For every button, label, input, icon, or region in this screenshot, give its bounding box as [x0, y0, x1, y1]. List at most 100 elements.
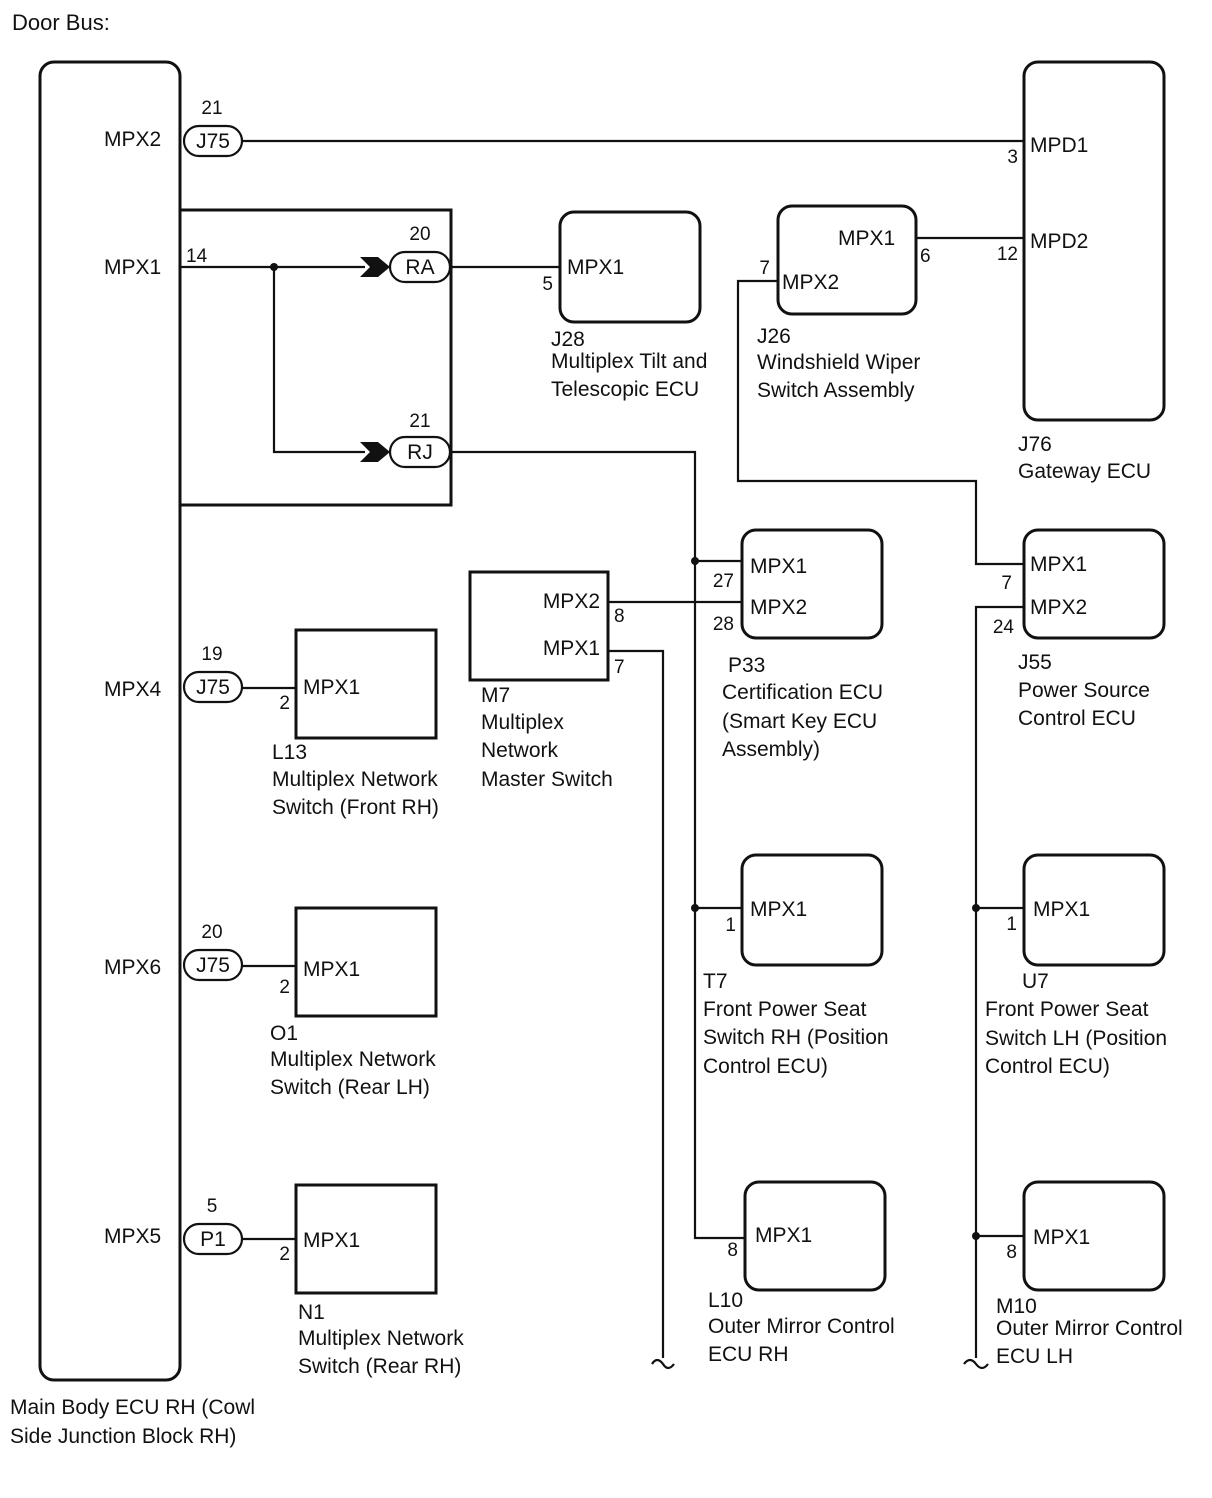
p33-terminal-mpx1: MPX1	[750, 555, 807, 578]
j55-pin-24: 24	[993, 617, 1015, 638]
component-l13: MPX1 2 L13 Multiplex Network Switch (Fro…	[272, 676, 439, 819]
j76-pin-12: 12	[997, 244, 1018, 265]
p33-name-line1: Certification ECU	[722, 681, 883, 704]
certification-ecu-box	[740, 528, 884, 640]
connector-p1-pin: 5	[207, 1196, 218, 1217]
u7-name-line1: Front Power Seat	[985, 998, 1149, 1021]
j26-pin-6: 6	[920, 246, 931, 267]
connector-j75-a-pin: 21	[201, 98, 222, 119]
n1-name-line1: Multiplex Network	[298, 1327, 464, 1350]
master-switch-box	[468, 570, 610, 682]
j55-terminal-mpx2: MPX2	[1030, 596, 1087, 619]
connector-ra-pin: 20	[409, 224, 430, 245]
j26-code: J26	[757, 325, 791, 348]
m10-terminal: MPX1	[1033, 1226, 1090, 1249]
l13-name-line2: Switch (Front RH)	[272, 796, 439, 819]
network-switch-rear-rh-box	[294, 1183, 438, 1295]
connector-j75-a	[182, 124, 244, 158]
main-terminal-mpx5: MPX5	[104, 1225, 161, 1248]
j26-terminal-mpx1: MPX1	[838, 227, 895, 250]
j28-name-line1: Multiplex Tilt and	[551, 350, 707, 373]
t7-pin: 1	[725, 915, 736, 936]
p33-code: P33	[728, 654, 765, 677]
junction-dot	[972, 904, 980, 912]
connector-ovals: J75 21 RA 20 RJ 21 J75 19 J75 20 P1 5 14	[182, 98, 452, 1256]
connector-p1	[182, 1222, 244, 1256]
connector-rj-label: RJ	[407, 441, 433, 464]
j26-pin-7: 7	[759, 258, 770, 279]
junction-dots	[270, 263, 980, 1240]
l10-name-line2: ECU RH	[708, 1343, 789, 1366]
gateway-ecu-box	[1022, 60, 1166, 422]
wire-continuation-mark-rh	[651, 1358, 675, 1370]
wire-m7-mpx1-down	[608, 649, 665, 1358]
p33-terminal-mpx2: MPX2	[750, 596, 807, 619]
connector-arrows	[360, 257, 390, 462]
component-u7: MPX1 1 U7 Front Power Seat Switch LH (Po…	[985, 898, 1167, 1078]
component-j28: MPX1 5 J28 Multiplex Tilt and Telescopic…	[542, 256, 707, 401]
j55-name-line1: Power Source	[1018, 679, 1150, 702]
t7-name-line1: Front Power Seat	[703, 998, 867, 1021]
j28-terminal: MPX1	[567, 256, 624, 279]
l10-terminal: MPX1	[755, 1224, 812, 1247]
wire-rj-bus-right	[450, 450, 745, 1240]
l10-name-line1: Outer Mirror Control	[708, 1315, 895, 1338]
o1-code: O1	[270, 1022, 298, 1045]
p33-pin-27: 27	[713, 571, 734, 592]
component-j76: MPD1 MPD2 3 12 J76 Gateway ECU	[997, 134, 1151, 483]
wires	[178, 139, 1024, 1370]
connector-j75-b	[182, 670, 244, 704]
p33-name-line3: Assembly)	[722, 738, 820, 761]
junction-dot	[691, 557, 699, 565]
j55-pin-7: 7	[1001, 573, 1012, 594]
connector-arrow-ra	[360, 257, 390, 277]
o1-pin: 2	[279, 977, 290, 998]
j28-name-line2: Telescopic ECU	[551, 378, 699, 401]
o1-name-line2: Switch (Rear LH)	[270, 1076, 430, 1099]
u7-name-line2: Switch LH (Position	[985, 1027, 1167, 1050]
u7-pin: 1	[1006, 914, 1017, 935]
component-o1: MPX1 2 O1 Multiplex Network Switch (Rear…	[270, 958, 436, 1099]
connector-ra	[388, 250, 452, 284]
j76-name: Gateway ECU	[1018, 460, 1151, 483]
connector-j75-b-label: J75	[196, 676, 230, 699]
seat-switch-rh-box	[740, 853, 884, 967]
component-t7: MPX1 1 T7 Front Power Seat Switch RH (Po…	[703, 898, 889, 1078]
main-ecu-name-line2: Side Junction Block RH)	[10, 1425, 236, 1448]
network-switch-front-rh-box	[294, 628, 438, 740]
m10-pin: 8	[1006, 1242, 1017, 1263]
connector-j75-a-label: J75	[196, 130, 230, 153]
j76-pin-3: 3	[1007, 147, 1018, 168]
l10-pin: 8	[727, 1240, 738, 1261]
l10-code: L10	[708, 1289, 743, 1312]
j55-code: J55	[1018, 651, 1052, 674]
main-terminal-mpx6: MPX6	[104, 956, 161, 979]
wire-mpx1-to-rj	[272, 267, 365, 454]
mirror-ecu-lh-box	[1022, 1180, 1166, 1292]
m7-terminal-mpx1: MPX1	[543, 637, 600, 660]
wire-j26-mpx2-to-j55	[736, 279, 1024, 566]
seat-switch-lh-box	[1022, 853, 1166, 967]
component-m10: MPX1 8 M10 Outer Mirror Control ECU LH	[996, 1226, 1183, 1368]
main-terminal-mpx1: MPX1	[104, 256, 161, 279]
m10-code: M10	[996, 1295, 1037, 1318]
connector-j75-c-label: J75	[196, 954, 230, 977]
mirror-ecu-rh-box	[743, 1180, 887, 1292]
j28-pin: 5	[542, 274, 553, 295]
component-l10: MPX1 8 L10 Outer Mirror Control ECU RH	[708, 1224, 895, 1366]
main-ecu-name-line1: Main Body ECU RH (Cowl	[10, 1396, 255, 1419]
component-m7: MPX2 MPX1 8 7 M7 Multiplex Network Maste…	[481, 590, 625, 791]
m7-name-line1: Multiplex	[481, 711, 564, 734]
main-body-ecu-box	[38, 60, 182, 1382]
component-n1: MPX1 2 N1 Multiplex Network Switch (Rear…	[279, 1229, 464, 1378]
t7-code: T7	[703, 970, 728, 993]
connector-p1-label: P1	[200, 1228, 226, 1251]
j76-terminal-mpd1: MPD1	[1030, 134, 1088, 157]
m7-name-line2: Network	[481, 739, 559, 762]
m7-code: M7	[481, 684, 510, 707]
j26-name-line1: Windshield Wiper	[757, 351, 920, 374]
j55-terminal-mpx1: MPX1	[1030, 553, 1087, 576]
u7-name-line3: Control ECU)	[985, 1055, 1110, 1078]
t7-terminal: MPX1	[750, 898, 807, 921]
m10-name-line1: Outer Mirror Control	[996, 1317, 1183, 1340]
